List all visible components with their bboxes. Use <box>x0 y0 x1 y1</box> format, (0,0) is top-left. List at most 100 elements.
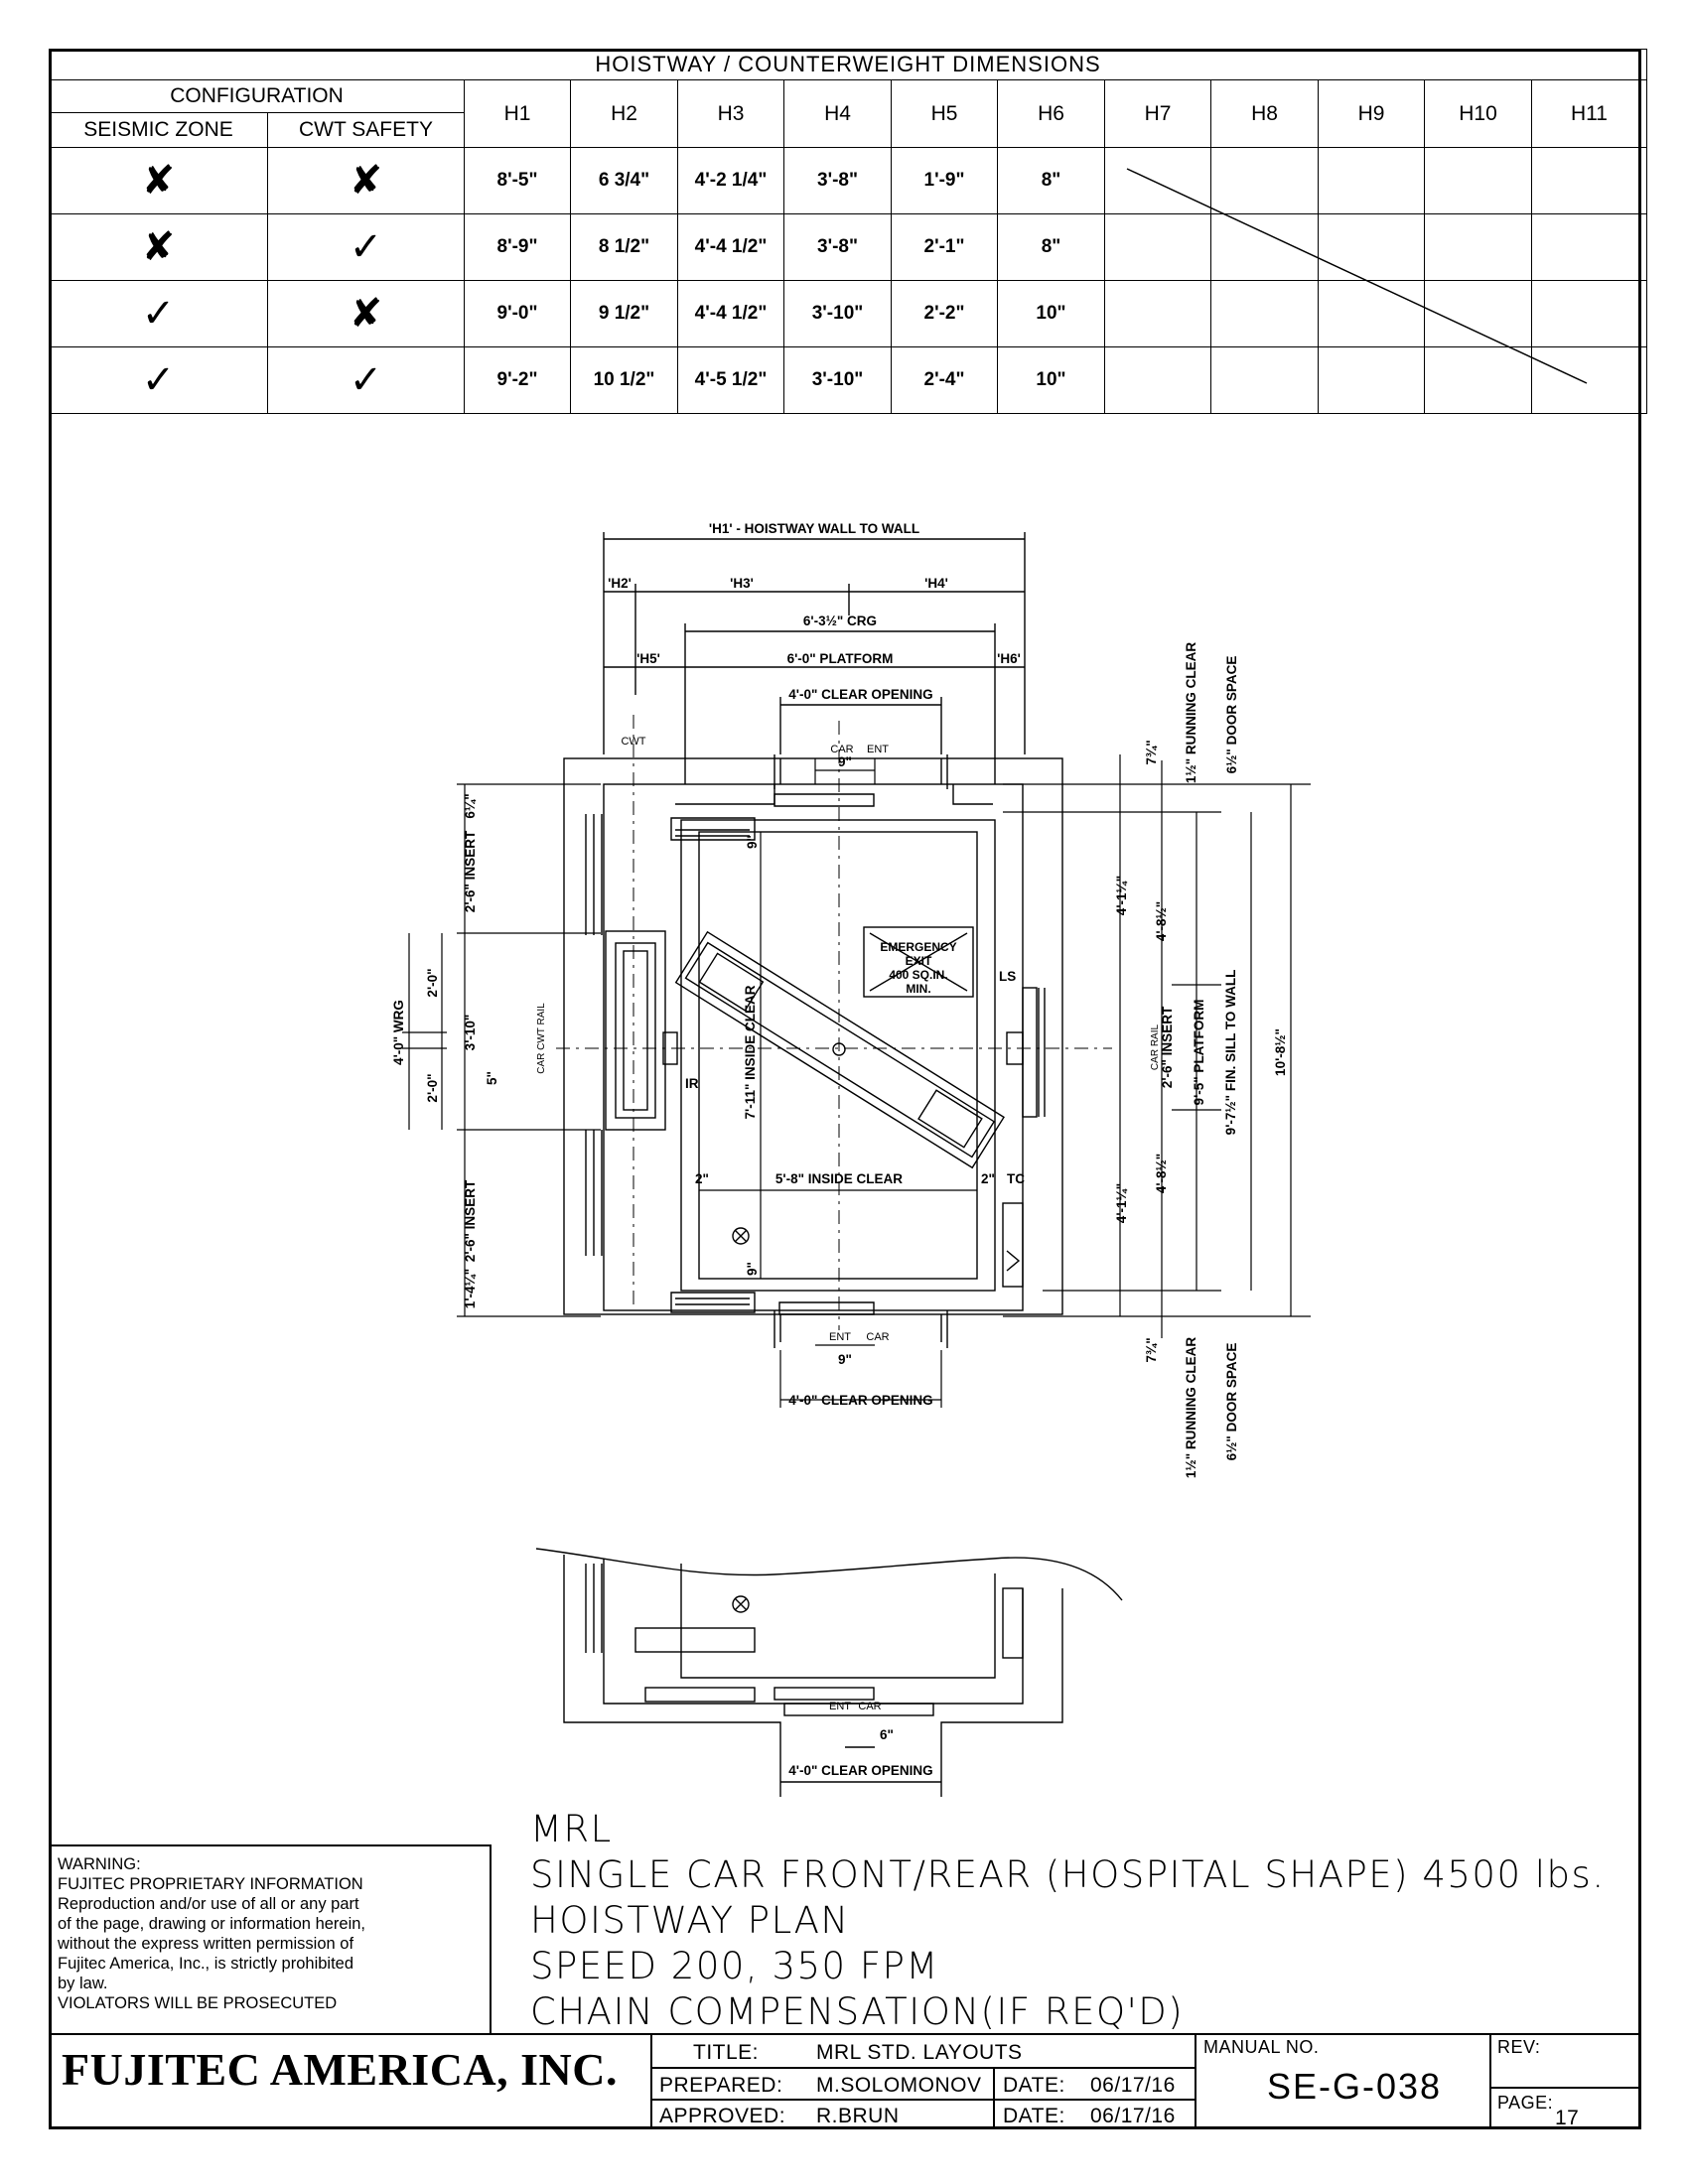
not-applicable-line <box>1126 168 1588 384</box>
title-block-divider <box>1195 2033 1196 2129</box>
emergency-exit-label-1: EMERGENCY <box>880 940 956 954</box>
header-h4: H4 <box>783 79 892 148</box>
cell-h5: 2'-2" <box>891 280 998 347</box>
configuration-header: CONFIGURATION <box>49 79 465 113</box>
label-cwt: CWT <box>621 736 645 748</box>
warning-line: Fujitec America, Inc., is strictly prohi… <box>58 1955 354 1973</box>
label-ir: IR <box>685 1076 699 1091</box>
table-row: ✓ ✘ 9'-0" 9 1/2" 4'-4 1/2" 3'-10" 2'-2" … <box>49 280 1648 347</box>
dim-9-left-top: 9" <box>745 835 760 849</box>
dim-clear-opening-top: 4'-0" CLEAR OPENING <box>788 687 932 702</box>
title-block-divider <box>993 2067 995 2129</box>
date-approved: 06/17/16 <box>1090 2105 1176 2127</box>
page-label: PAGE: <box>1497 2093 1554 2113</box>
dim-inside-clear-h: 5'-8" INSIDE CLEAR <box>775 1171 903 1186</box>
note-line: SINGLE CAR FRONT/REAR (HOSPITAL SHAPE) 4… <box>530 1853 1606 1896</box>
cell-h6: 10" <box>997 280 1105 347</box>
cell-h5: 2'-1" <box>891 213 998 281</box>
warning-line: of the page, drawing or information here… <box>58 1915 366 1933</box>
warning-line: VIOLATORS WILL BE PROSECUTED <box>58 1994 338 2012</box>
running-clear-top: 1½" RUNNING CLEAR <box>1184 642 1198 783</box>
emergency-exit-label-2: EXIT <box>906 954 932 968</box>
dim-h4: 'H4' <box>924 576 948 591</box>
dim-1-4-1-4: 1'-4¼" <box>463 1269 478 1308</box>
dim-4-8-top: 4'-8½" <box>1154 901 1169 941</box>
cell-h4: 3'-8" <box>783 213 892 281</box>
warning-line: FUJITEC PROPRIETARY INFORMATION <box>58 1875 363 1893</box>
cwt-mark: ✘ <box>267 280 465 347</box>
title-block-top-rule <box>49 2033 1641 2035</box>
cell-h2: 9 1/2" <box>570 280 678 347</box>
label-ent-top: ENT <box>867 744 889 755</box>
prepared-value: M.SOLOMONOV <box>816 2074 982 2097</box>
header-h3: H3 <box>677 79 784 148</box>
seismic-mark: ✓ <box>49 280 268 347</box>
warning-box <box>49 1844 492 2035</box>
dim-inside-clear-v: 7'-11" INSIDE CLEAR <box>743 985 758 1119</box>
seismic-mark: ✘ <box>49 213 268 281</box>
header-h8: H8 <box>1210 79 1319 148</box>
approved-label: APPROVED: <box>659 2105 786 2127</box>
seismic-mark: ✓ <box>49 346 268 414</box>
label-car-rail-right: CAR RAIL <box>1150 1024 1161 1071</box>
title-block-rule <box>650 2067 1196 2069</box>
note-line: SPEED 200, 350 FPM <box>530 1945 939 1987</box>
dimensions-table: HOISTWAY / COUNTERWEIGHT DIMENSIONS CONF… <box>48 49 1648 414</box>
header-h7: H7 <box>1104 79 1211 148</box>
cell-h1: 9'-0" <box>464 280 571 347</box>
cell-h1: 8'-5" <box>464 147 571 214</box>
warning-line: WARNING: <box>58 1855 141 1873</box>
title-block-rule <box>1489 2087 1641 2089</box>
header-h9: H9 <box>1318 79 1425 148</box>
dim-insert-left-top: 2'-6" INSERT <box>463 830 478 912</box>
dim-4-8-bottom: 4'-8½" <box>1154 1154 1169 1193</box>
dim-4-1-bottom: 4'-1¼" <box>1114 1183 1129 1223</box>
running-clear-bottom: 1½" RUNNING CLEAR <box>1184 1337 1198 1478</box>
title-block-divider <box>650 2033 652 2129</box>
header-h2: H2 <box>570 79 678 148</box>
label-car-detail: CAR <box>858 1701 881 1712</box>
note-line: HOISTWAY PLAN <box>530 1899 850 1942</box>
cwt-safety-header: CWT SAFETY <box>267 112 465 148</box>
label-ls: LS <box>999 969 1016 984</box>
seismic-mark: ✘ <box>49 147 268 214</box>
dim-6-detail: 6" <box>880 1727 894 1742</box>
dim-platform-v: 9'-5" PLATFORM <box>1192 1000 1206 1106</box>
manual-number: SE-G-038 <box>1267 2066 1443 2107</box>
title-value: MRL STD. LAYOUTS <box>816 2041 1023 2064</box>
warning-line: without the express written permission o… <box>58 1935 354 1953</box>
cwt-mark: ✓ <box>267 213 465 281</box>
dim-h1: 'H1' - HOISTWAY WALL TO WALL <box>709 521 919 536</box>
warning-notice: WARNING: FUJITEC PROPRIETARY INFORMATION… <box>58 1854 485 2013</box>
prepared-label: PREPARED: <box>659 2074 783 2097</box>
cell-h4: 3'-10" <box>783 346 892 414</box>
manual-label: MANUAL NO. <box>1203 2037 1320 2057</box>
dim-4-1-top: 4'-1¼" <box>1114 876 1129 915</box>
warning-line: Reproduction and/or use of all or any pa… <box>58 1895 359 1913</box>
dim-2-left: 2" <box>695 1171 709 1186</box>
cell-h4: 3'-8" <box>783 147 892 214</box>
door-space-bottom: 6½" DOOR SPACE <box>1224 1343 1239 1461</box>
dim-clear-opening-bottom: 4'-0" CLEAR OPENING <box>788 1393 932 1408</box>
dim-wrg: 4'-0" WRG <box>391 1000 406 1065</box>
dim-clear-opening-detail: 4'-0" CLEAR OPENING <box>788 1763 932 1778</box>
dim-6-1-4: 6¼" <box>463 793 478 818</box>
table-row: ✓ ✓ 9'-2" 10 1/2" 4'-5 1/2" 3'-10" 2'-4"… <box>49 346 1648 414</box>
label-car-top: CAR <box>830 744 853 755</box>
rev-label: REV: <box>1497 2037 1541 2057</box>
label-ent-bottom: ENT <box>829 1331 851 1343</box>
emergency-exit-label-4: MIN. <box>906 982 930 996</box>
dim-insert-left-bottom: 2'-6" INSERT <box>463 1179 478 1262</box>
note-line: MRL <box>530 1808 613 1850</box>
dim-2-0-top: 2'-0" <box>425 968 440 997</box>
cell-h3: 4'-5 1/2" <box>677 346 784 414</box>
label-ent-detail: ENT <box>829 1701 851 1712</box>
emergency-exit-label-3: 400 SQ.IN. <box>889 968 947 982</box>
dim-9-left-bottom: 9" <box>745 1262 760 1276</box>
seismic-zone-header: SEISMIC ZONE <box>49 112 268 148</box>
label-car-cwt-rail: CAR CWT RAIL <box>536 1003 547 1074</box>
warning-line: by law. <box>58 1975 108 1992</box>
dim-7-3-4-top: 7¾" <box>1144 740 1159 764</box>
dim-insert-right: 2'-6" INSERT <box>1160 1006 1175 1088</box>
dim-2-0-bottom: 2'-0" <box>425 1073 440 1102</box>
